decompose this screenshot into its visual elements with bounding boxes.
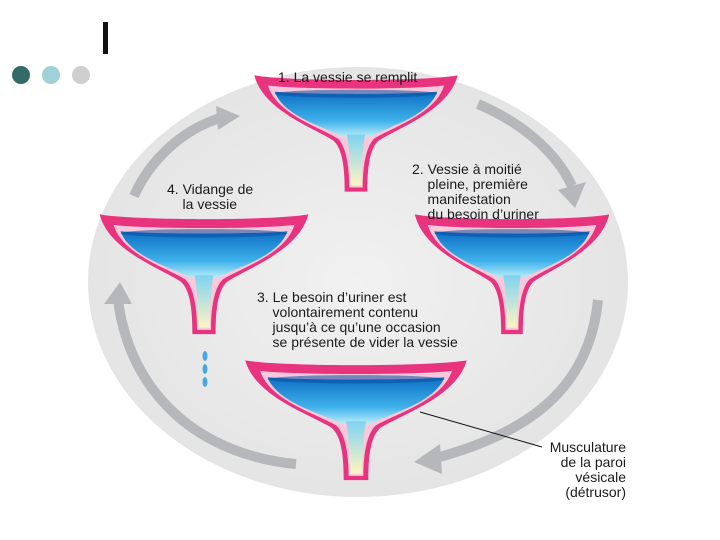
arrowhead-1-to-2 <box>558 182 586 208</box>
slide-bullet-dot-2 <box>42 66 60 84</box>
label-step-1: 1. La vessie se remplit <box>278 69 418 85</box>
label-step-2: 2. Vessie à moitié pleine, première mani… <box>412 161 539 222</box>
title-cursor-bar <box>103 22 108 54</box>
arrow-1-to-2 <box>476 99 577 189</box>
urine-drop <box>202 351 208 361</box>
slide-bullet-dot-3 <box>72 66 90 84</box>
label-step-3: 3. Le besoin d’uriner est volontairement… <box>257 289 458 350</box>
slide-bullet-dot-1 <box>12 66 30 84</box>
detrusor-pointer-line <box>419 411 543 448</box>
arrow-4-to-1 <box>129 113 222 199</box>
arrowhead-3-to-4 <box>104 282 132 304</box>
urine-drop <box>202 377 208 387</box>
cycle-arrows <box>113 99 603 469</box>
urine-drops <box>202 351 208 387</box>
cycle-background-ellipse <box>88 67 628 497</box>
arrow-2-to-3 <box>434 299 603 463</box>
urine-drop <box>202 364 208 374</box>
label-detrusor: Musculature de la paroi vésicale (détrus… <box>549 439 626 500</box>
arrowhead-4-to-1 <box>216 106 240 130</box>
cycle-arrowheads <box>104 106 586 474</box>
arrowhead-2-to-3 <box>414 444 442 474</box>
arrow-3-to-4 <box>113 299 297 469</box>
label-step-4: 4. Vidange de la vessie <box>167 181 254 212</box>
